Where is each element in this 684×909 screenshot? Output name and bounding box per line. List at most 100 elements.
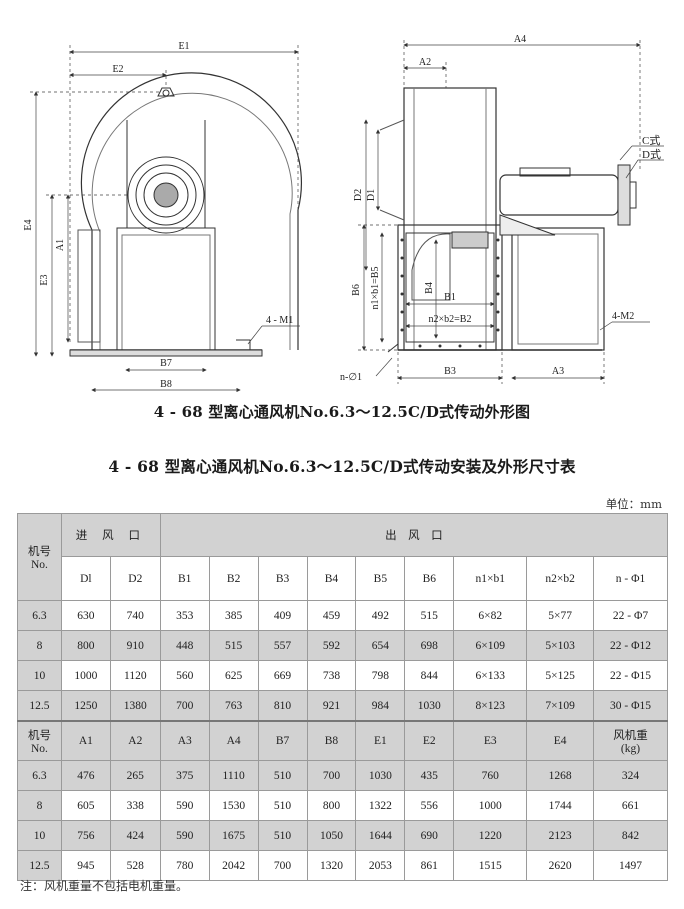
value-cell: 8×123 — [453, 690, 528, 722]
header-weight: 风机重(kg) — [593, 720, 668, 761]
value-cell: 810 — [257, 690, 308, 722]
value-cell: 510 — [257, 820, 308, 851]
column-header: E4 — [526, 720, 595, 761]
value-cell: 459 — [306, 600, 357, 631]
value-cell: 324 — [593, 760, 668, 791]
label-d1: D1 — [366, 189, 377, 201]
machine-no-cell: 6.3 — [17, 760, 62, 791]
value-cell: 1644 — [355, 820, 406, 851]
value-cell: 700 — [306, 760, 357, 791]
value-cell: 2123 — [526, 820, 595, 851]
column-header: B5 — [355, 556, 406, 601]
value-cell: 5×77 — [526, 600, 595, 631]
value-cell: 6×109 — [453, 630, 528, 661]
label-e3: E3 — [39, 274, 50, 285]
header-row-groups: 机号 No. 进 风 口 出 风 口 — [17, 513, 669, 601]
value-cell: 435 — [404, 760, 455, 791]
value-cell: 630 — [60, 600, 111, 631]
value-cell: 6×133 — [453, 660, 528, 691]
label-b1: B1 — [444, 292, 456, 303]
label-a4: A4 — [514, 34, 526, 45]
value-cell: 557 — [257, 630, 308, 661]
value-cell: 590 — [159, 790, 210, 821]
fan-outline-drawings: E1 E2 E4 E3 A1 B7 B8 4 - M1 — [23, 34, 664, 393]
value-cell: 2053 — [355, 850, 406, 881]
label-n2b2: n2×b2=B2 — [429, 314, 472, 325]
front-view — [69, 72, 302, 357]
value-cell: 1380 — [109, 690, 161, 722]
value-cell: 661 — [593, 790, 668, 821]
column-header: B4 — [306, 556, 357, 601]
value-cell: 1050 — [306, 820, 357, 851]
column-header: A2 — [109, 720, 161, 761]
label-c-style: C式 — [642, 134, 660, 147]
value-cell: 1530 — [208, 790, 259, 821]
value-cell: 1322 — [355, 790, 406, 821]
label-e4: E4 — [23, 219, 34, 230]
value-cell: 605 — [60, 790, 111, 821]
column-header: E1 — [355, 720, 406, 761]
value-cell: 763 — [208, 690, 259, 722]
value-cell: 556 — [404, 790, 455, 821]
value-cell: 7×109 — [526, 690, 595, 722]
machine-no-cell: 12.5 — [17, 850, 62, 881]
value-cell: 375 — [159, 760, 210, 791]
column-header: E2 — [404, 720, 455, 761]
footnote: 注：风机重量不包括电机重量。 — [20, 879, 189, 893]
value-cell: 2042 — [208, 850, 259, 881]
header-machine-no: 机号 No. — [17, 513, 62, 601]
value-cell: 492 — [355, 600, 406, 631]
machine-no-cell: 8 — [17, 630, 62, 661]
column-header: B3 — [257, 556, 308, 601]
value-cell: 476 — [60, 760, 111, 791]
value-cell: 800 — [60, 630, 111, 661]
label-e1: E1 — [178, 41, 189, 52]
value-cell: 1497 — [593, 850, 668, 881]
value-cell: 1030 — [404, 690, 455, 722]
value-cell: 1250 — [60, 690, 111, 722]
machine-no-cell: 6.3 — [17, 600, 62, 631]
value-cell: 1220 — [453, 820, 528, 851]
value-cell: 625 — [208, 660, 259, 691]
value-cell: 1000 — [453, 790, 528, 821]
column-header: B2 — [208, 556, 259, 601]
value-cell: 1120 — [109, 660, 161, 691]
header-outlet: 出 风 口 — [159, 513, 669, 557]
label-m1: 4 - M1 — [266, 315, 293, 326]
value-cell: 5×103 — [526, 630, 595, 661]
value-cell: 1320 — [306, 850, 357, 881]
value-cell: 800 — [306, 790, 357, 821]
value-cell: 1000 — [60, 660, 111, 691]
value-cell: 338 — [109, 790, 161, 821]
machine-no-cell: 12.5 — [17, 690, 62, 722]
value-cell: 353 — [159, 600, 210, 631]
value-cell: 844 — [404, 660, 455, 691]
value-cell: 698 — [404, 630, 455, 661]
value-cell: 910 — [109, 630, 161, 661]
value-cell: 740 — [109, 600, 161, 631]
label-b3: B3 — [444, 366, 456, 377]
side-view — [379, 87, 637, 353]
value-cell: 592 — [306, 630, 357, 661]
unit-label: 单位：mm — [605, 497, 662, 511]
column-header: A4 — [208, 720, 259, 761]
label-d2: D2 — [353, 189, 364, 201]
machine-no-cell: 10 — [17, 660, 62, 691]
label-m2: 4-M2 — [612, 311, 634, 322]
value-cell: 560 — [159, 660, 210, 691]
value-cell: 654 — [355, 630, 406, 661]
column-header: n2×b2 — [526, 556, 595, 601]
value-cell: 448 — [159, 630, 210, 661]
value-cell: 528 — [109, 850, 161, 881]
label-d-style: D式 — [642, 148, 661, 161]
value-cell: 424 — [109, 820, 161, 851]
